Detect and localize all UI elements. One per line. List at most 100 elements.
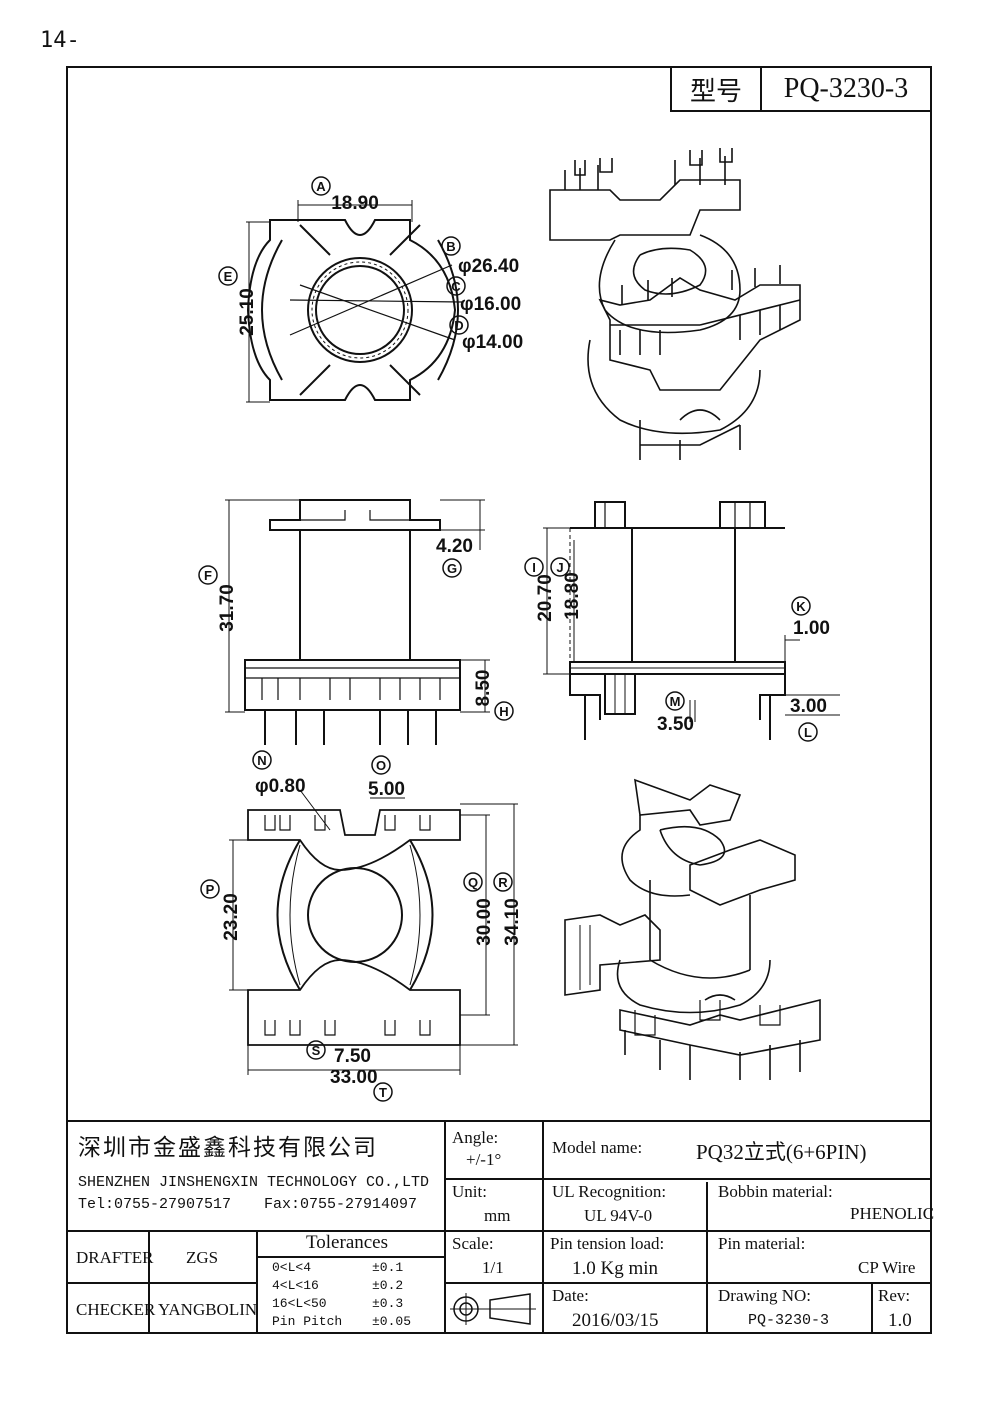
dim-k: 1.00 — [793, 618, 830, 639]
marker-r — [493, 872, 513, 892]
model-label: 型号 — [672, 68, 762, 110]
dim-m: 3.50 — [657, 714, 694, 735]
marker-g — [442, 558, 462, 578]
marker-r-label: R — [498, 875, 508, 890]
marker-g-label: G — [447, 561, 457, 576]
scale-label: Scale: — [452, 1234, 494, 1253]
company-name-en: SHENZHEN JINSHENGXIN TECHNOLOGY CO.,LTD — [78, 1174, 430, 1191]
dim-r: 34.10 — [502, 898, 523, 946]
dim-c: φ16.00 — [460, 294, 521, 315]
dim-h: 8.50 — [473, 670, 494, 707]
tolerances-title: Tolerances — [306, 1232, 389, 1253]
company-name-cn: 深圳市金盛鑫科技有限公司 — [78, 1135, 378, 1161]
marker-d-label: D — [454, 318, 463, 333]
side-view-right — [543, 501, 840, 740]
scale-value: 1/1 — [482, 1258, 504, 1277]
dim-e: 25.10 — [237, 288, 258, 336]
marker-n — [252, 750, 272, 770]
drawing-no-label: Drawing NO: — [718, 1286, 812, 1305]
dim-a: 18.90 — [331, 193, 379, 214]
dim-g: 4.20 — [436, 536, 473, 557]
marker-l — [798, 722, 818, 742]
isometric-view-bottom — [564, 778, 821, 1080]
checker-name: YANGBOLIN — [158, 1300, 258, 1319]
pin-material-value: CP Wire — [858, 1258, 916, 1277]
marker-c-label: C — [451, 279, 461, 294]
marker-h-label: H — [499, 704, 508, 719]
marker-m — [665, 691, 685, 711]
marker-s-label: S — [312, 1043, 321, 1058]
dim-t: 33.00 — [330, 1067, 378, 1088]
marker-q — [463, 872, 483, 892]
marker-s — [306, 1040, 326, 1060]
tolerance-range-1: 0<L<4 — [272, 1260, 312, 1275]
front-view-left — [225, 499, 490, 745]
marker-f — [198, 565, 218, 585]
bottom-view-left — [229, 789, 518, 1075]
marker-j — [550, 557, 570, 577]
marker-t — [373, 1082, 393, 1102]
dim-p: 23.20 — [221, 893, 242, 941]
tolerance-value-3: ±0.3 — [372, 1296, 404, 1311]
dim-o: 5.00 — [368, 779, 405, 800]
rev-value: 1.0 — [888, 1310, 912, 1331]
title-block: 深圳市金盛鑫科技有限公司 SHENZHEN JINSHENGXIN TECHNO… — [66, 1120, 935, 1334]
drawing-no-value: PQ-3230-3 — [748, 1312, 830, 1329]
unit-label: Unit: — [452, 1182, 487, 1201]
drafter-label: DRAFTER — [76, 1248, 154, 1267]
pin-tension-value: 1.0 Kg min — [572, 1258, 659, 1279]
ul-value: UL 94V-0 — [584, 1206, 653, 1225]
isometric-view-top — [549, 148, 801, 460]
marker-p — [200, 879, 220, 899]
ul-label: UL Recognition: — [552, 1182, 667, 1201]
marker-e-label: E — [224, 269, 233, 284]
pin-tension-label: Pin tension load: — [550, 1234, 665, 1253]
tolerance-range-3: 16<L<50 — [272, 1296, 327, 1311]
projection-symbol-icon — [450, 1293, 536, 1325]
company-fax: Fax:0755-27914097 — [264, 1196, 418, 1213]
page-number: 14- — [40, 28, 80, 53]
drafter-name: ZGS — [186, 1248, 219, 1267]
marker-k-label: K — [796, 599, 806, 614]
bobbin-material-value: PHENOLIC — [850, 1204, 935, 1223]
dim-n: φ0.80 — [255, 776, 306, 797]
company-tel: Tel:0755-27907517 — [78, 1196, 232, 1213]
bobbin-material-label: Bobbin material: — [718, 1182, 833, 1201]
marker-f-label: F — [204, 568, 212, 583]
tolerance-range-4: Pin Pitch — [272, 1314, 343, 1329]
marker-d — [449, 315, 469, 335]
dim-d: φ14.00 — [462, 332, 523, 353]
dim-l: 3.00 — [790, 696, 827, 717]
angle-label: Angle: — [452, 1128, 499, 1147]
tolerance-value-1: ±0.1 — [372, 1260, 404, 1275]
marker-a-label: A — [316, 179, 326, 194]
date-label: Date: — [552, 1286, 589, 1305]
marker-p-label: P — [206, 882, 215, 897]
marker-m-label: M — [670, 694, 681, 709]
marker-i-label: I — [532, 560, 536, 575]
marker-t-label: T — [379, 1085, 387, 1100]
marker-l-label: L — [804, 725, 812, 740]
marker-n-label: N — [257, 753, 266, 768]
tolerance-range-2: 4<L<16 — [272, 1278, 319, 1293]
dim-j: 18.80 — [562, 572, 583, 620]
marker-c — [446, 276, 466, 296]
dim-b: φ26.40 — [458, 256, 519, 277]
angle-value: +/-1° — [466, 1150, 502, 1169]
marker-o — [371, 755, 391, 775]
dim-s: 7.50 — [334, 1046, 371, 1067]
rev-label: Rev: — [878, 1286, 911, 1305]
model-name: PQ32立式(6+6PIN) — [696, 1140, 867, 1164]
dim-q: 30.00 — [474, 898, 495, 946]
marker-j-label: J — [556, 560, 563, 575]
tolerance-value-4: ±0.05 — [372, 1314, 412, 1329]
model-name-label: Model name: — [552, 1138, 643, 1157]
model-code: PQ-3230-3 — [783, 73, 909, 104]
top-view — [246, 200, 463, 403]
marker-i — [524, 557, 544, 577]
marker-b — [441, 236, 461, 256]
pin-material-label: Pin material: — [718, 1234, 806, 1253]
marker-b-label: B — [446, 239, 455, 254]
marker-e — [218, 266, 238, 286]
